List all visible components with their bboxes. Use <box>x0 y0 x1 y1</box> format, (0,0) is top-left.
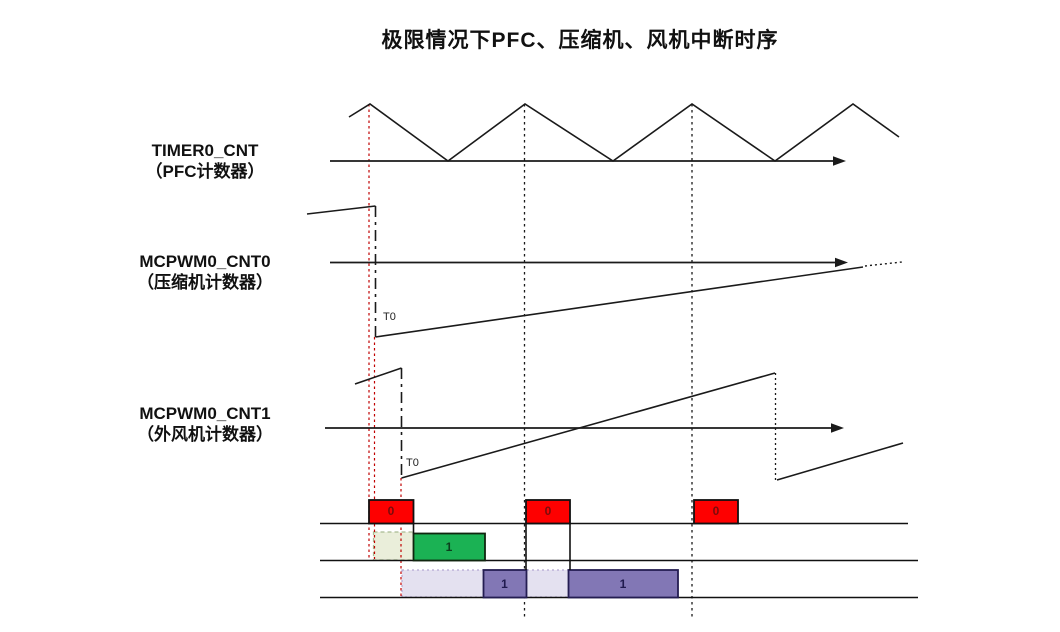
compressor-ghost-pulse <box>372 531 415 561</box>
t0-marker-cnt0: T0 <box>383 311 396 323</box>
fan-pulse-1-label: 1 <box>501 577 508 591</box>
cnt0-ramp <box>375 266 864 338</box>
cnt1-ramp-1 <box>401 372 776 479</box>
label-timer0-cnt-subtitle: （PFC计数器） <box>145 162 265 181</box>
cnt0-axis-arrow <box>835 257 848 268</box>
fan-pulse-1 <box>482 569 528 599</box>
diagram-title: 极限情况下PFC、压缩机、风机中断时序 <box>381 29 779 52</box>
label-mcpwm0-cnt1-name: MCPWM0_CNT1 <box>139 404 271 423</box>
pfc-pulse-1-label: 0 <box>387 504 395 518</box>
label-timer0-cnt: TIMER0_CNT （PFC计数器） <box>90 140 320 182</box>
fan-pulse-2 <box>567 569 679 599</box>
timer0-triangle-wave <box>348 103 900 162</box>
compressor-pulse-1 <box>412 532 486 562</box>
cnt0-ramp-dotted-tail <box>864 261 903 267</box>
label-mcpwm0-cnt0-name: MCPWM0_CNT0 <box>139 252 271 271</box>
pfc-pulse-1 <box>368 499 415 525</box>
pfc-pulse-2 <box>525 499 571 525</box>
label-timer0-cnt-name: TIMER0_CNT <box>151 141 259 160</box>
timer0-axis-arrow <box>833 156 846 166</box>
label-mcpwm0-cnt0-subtitle: （压缩机计数器） <box>137 273 273 292</box>
cnt1-wrap-top-segment <box>354 367 402 385</box>
compressor-pulse-1-label: 1 <box>445 540 453 554</box>
pfc-pulse-3-label: 0 <box>712 504 720 518</box>
cnt1-axis-arrow <box>831 423 844 433</box>
pfc-pulse-2-label: 0 <box>544 504 552 518</box>
fan-pulse-2-label: 1 <box>619 577 627 591</box>
label-mcpwm0-cnt1-subtitle: （外风机计数器） <box>137 425 273 444</box>
t0-marker-cnt1: T0 <box>406 457 419 469</box>
cnt0-wrap-top-segment <box>306 205 376 215</box>
cnt1-ramp-2 <box>776 442 904 481</box>
label-mcpwm0-cnt0: MCPWM0_CNT0 （压缩机计数器） <box>90 251 320 293</box>
pfc-pulse-3 <box>693 499 739 525</box>
label-mcpwm0-cnt1: MCPWM0_CNT1 （外风机计数器） <box>90 403 320 445</box>
